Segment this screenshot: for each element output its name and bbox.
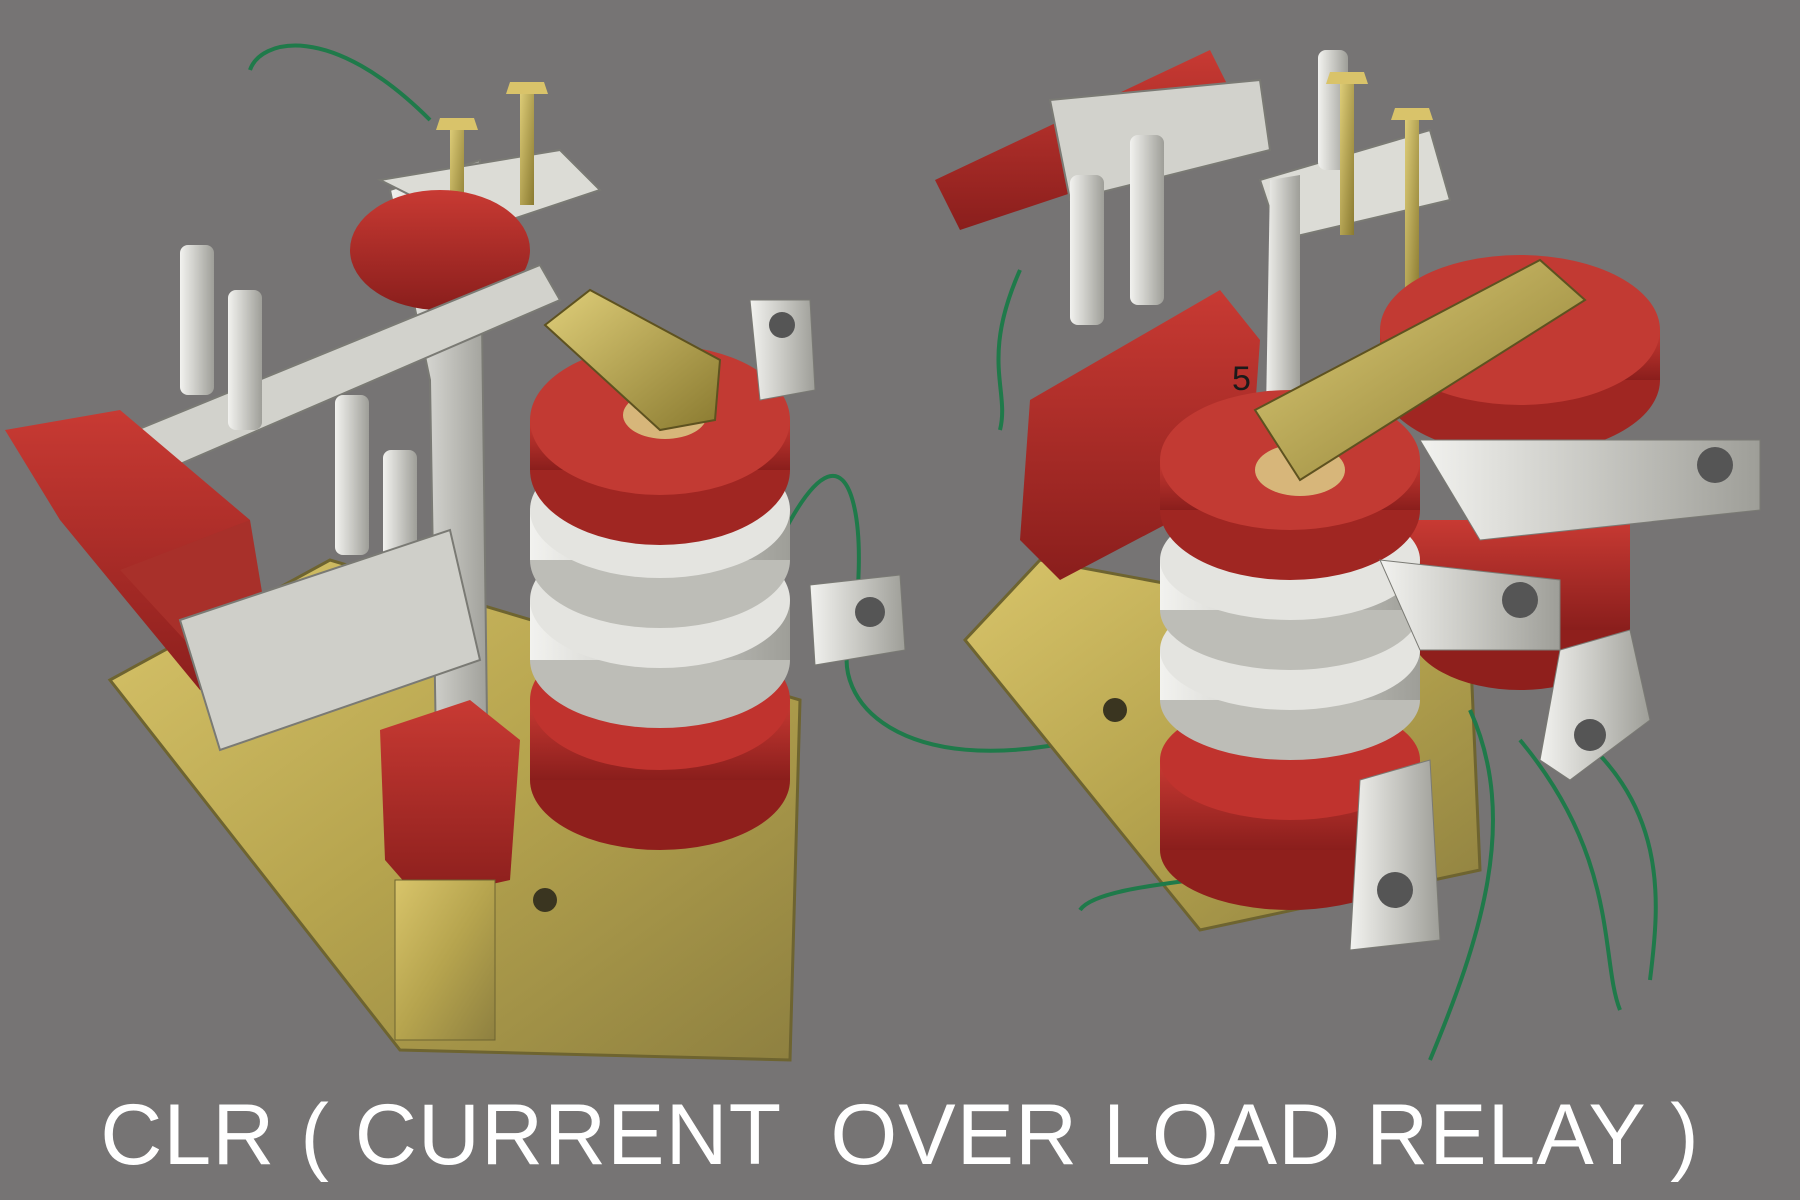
lug-hole (1502, 582, 1538, 618)
green-wire (1428, 709, 1495, 1061)
contact-pin (335, 395, 369, 555)
relay-left (5, 43, 1081, 1062)
lug-hole (1377, 872, 1413, 908)
terminal-lug (1539, 629, 1651, 781)
screw-head (506, 82, 548, 94)
terminal-post (394, 879, 496, 1041)
adjust-screw (1340, 75, 1354, 235)
mount-hole (533, 888, 557, 912)
screw-head (1391, 108, 1433, 120)
insulator-disc (350, 190, 530, 310)
lug-hole (855, 597, 885, 627)
contact-housing (178, 528, 482, 752)
contact-pin (228, 290, 262, 430)
mount-hole (1103, 698, 1127, 722)
green-wire (996, 269, 1022, 431)
lug-hole (769, 312, 795, 338)
terminal-lug (1349, 759, 1441, 951)
lug-hole (1574, 719, 1606, 751)
green-wire (1518, 738, 1622, 1011)
adjust-screw (520, 85, 534, 205)
terminal-block (1020, 290, 1260, 580)
adjust-screw (1405, 110, 1419, 310)
plunger-arm (543, 288, 722, 432)
plunger-arm (1253, 258, 1587, 482)
green-wire (248, 43, 432, 122)
coil-label: 5 (1232, 360, 1251, 398)
contact-pin (180, 245, 214, 395)
caption: CLR ( CURRENT OVER LOAD RELAY ) (100, 1087, 1700, 1183)
terminal-lug (1379, 559, 1561, 651)
lug-hole (1697, 447, 1733, 483)
terminal-lug (749, 299, 816, 401)
contact-pin (1130, 135, 1164, 305)
screw-head (436, 118, 478, 130)
terminal-lug (1419, 439, 1761, 541)
terminal-block (380, 700, 520, 900)
contact-pin (1070, 175, 1104, 325)
screw-head (1326, 72, 1368, 84)
relay-right: 5 (935, 50, 1761, 1061)
